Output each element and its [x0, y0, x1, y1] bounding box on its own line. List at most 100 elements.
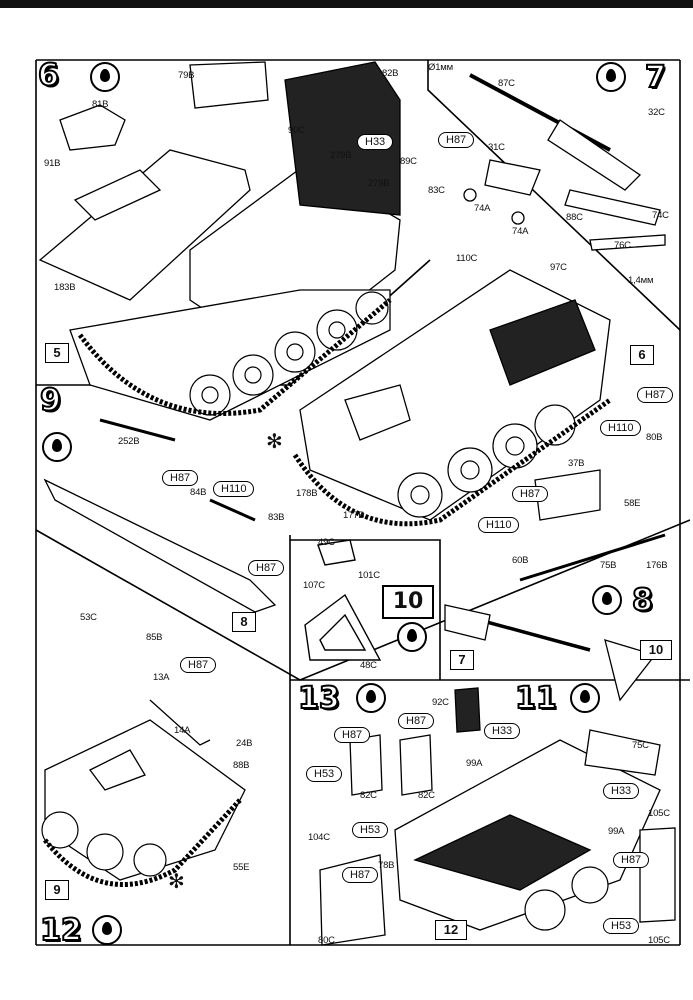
part-label: 75C: [632, 740, 649, 751]
part-label: 110C: [456, 253, 478, 264]
part-label: 48C: [360, 660, 377, 671]
part-label: 14A: [174, 725, 191, 736]
wheels-step5: [189, 291, 389, 416]
star-icon: ✻: [168, 871, 185, 893]
ref-step-10: 10: [640, 640, 672, 660]
part-label: 58E: [624, 498, 641, 509]
ref-step-9: 9: [45, 880, 69, 900]
step-number-11: 11: [514, 681, 558, 716]
part-label: 87C: [498, 78, 515, 89]
paint-code-h33: H33: [603, 783, 640, 799]
tank-drawing-step13: [319, 687, 676, 946]
paint-drop-icon: [42, 432, 72, 462]
paint-drop-icon: [356, 683, 386, 713]
gun-drawing-step7: [463, 73, 666, 251]
paint-code-h87: H87: [637, 387, 674, 403]
part-label: 55E: [233, 862, 250, 873]
step-number-12: 12: [39, 913, 83, 948]
part-label: 279B: [330, 150, 352, 161]
part-label: 74C: [652, 210, 669, 221]
step-number-6: 6: [37, 58, 60, 93]
part-label: 31C: [488, 142, 505, 153]
part-label: 80B: [646, 432, 663, 443]
paint-code-h87: H87: [398, 713, 435, 729]
part-label: 99A: [608, 826, 625, 837]
part-label: 53C: [80, 612, 97, 623]
paint-code-h33: H33: [357, 134, 394, 150]
paint-code-h87: H87: [613, 852, 650, 868]
gun-mount-drawing-step11: [444, 604, 657, 702]
paint-code-h87: H87: [180, 657, 217, 673]
paint-code-h87: H87: [248, 560, 285, 576]
part-label: 105C: [648, 935, 670, 946]
fender-drawing-step9: [43, 418, 277, 613]
part-label: 176B: [646, 560, 668, 571]
paint-code-h33: H33: [484, 723, 521, 739]
paint-code-h87: H87: [334, 727, 371, 743]
dimension-label: 1,4мм: [628, 275, 654, 286]
paint-drop-icon: [397, 622, 427, 652]
part-label: 88C: [566, 212, 583, 223]
part-label: 13A: [153, 672, 170, 683]
paint-code-h53: H53: [603, 918, 640, 934]
paint-code-h53: H53: [306, 766, 343, 782]
part-label: 183B: [54, 282, 76, 293]
part-label: 60B: [512, 555, 529, 566]
part-label: 76C: [614, 240, 631, 251]
step-number-7: 7: [644, 60, 667, 95]
step-number-10: 10: [382, 585, 434, 619]
part-label: 74A: [512, 226, 529, 237]
paint-drop-icon: [570, 683, 600, 713]
part-label: 252B: [118, 436, 140, 447]
ref-step-12: 12: [435, 920, 467, 940]
part-label: 90C: [288, 125, 305, 136]
part-label: 79B: [178, 70, 195, 81]
paint-code-h87: H87: [162, 470, 199, 486]
part-label: 82C: [360, 790, 377, 801]
bracket-drawing-step10: [304, 539, 382, 661]
paint-drop-icon: [592, 585, 622, 615]
part-label: 92C: [432, 697, 449, 708]
ref-step-8: 8: [232, 612, 256, 632]
ref-step-7: 7: [450, 650, 474, 670]
step-number-13: 13: [297, 681, 341, 716]
part-label: 107C: [303, 580, 325, 591]
part-label: 101C: [358, 570, 380, 581]
part-label: 88B: [233, 760, 250, 771]
part-label: 83C: [428, 185, 445, 196]
part-label: 91B: [44, 158, 61, 169]
ref-step-6: 6: [630, 345, 654, 365]
part-label: 82C: [418, 790, 435, 801]
hull-drawing-step6: [38, 61, 401, 421]
part-label: 37B: [568, 458, 585, 469]
part-label: 83B: [268, 512, 285, 523]
paint-code-h53: H53: [352, 822, 389, 838]
part-label: 279B: [368, 178, 390, 189]
part-label: 78B: [378, 860, 395, 871]
paint-code-h110: H110: [600, 420, 642, 436]
paint-code-h87: H87: [512, 486, 549, 502]
part-label: 104C: [308, 832, 330, 843]
dimension-label: Ø1мм: [428, 62, 453, 73]
part-label: 74A: [474, 203, 491, 214]
part-label: 24B: [236, 738, 253, 749]
part-label: 89C: [400, 156, 417, 167]
paint-code-h87: H87: [438, 132, 475, 148]
part-label: 85B: [146, 632, 163, 643]
paint-code-h110: H110: [213, 481, 255, 497]
part-label: 80C: [318, 935, 335, 946]
paint-drop-icon: [92, 915, 122, 945]
paint-drop-icon: [596, 62, 626, 92]
part-label: 99A: [466, 758, 483, 769]
paint-code-h110: H110: [478, 517, 520, 533]
part-label: 81B: [92, 99, 109, 110]
step-number-8: 8: [631, 583, 654, 618]
paint-code-h87: H87: [342, 867, 379, 883]
part-label: 49C: [318, 537, 335, 548]
part-label: 84B: [190, 487, 207, 498]
step-number-9: 9: [39, 383, 62, 418]
top-border: [0, 0, 693, 8]
paint-drop-icon: [90, 62, 120, 92]
